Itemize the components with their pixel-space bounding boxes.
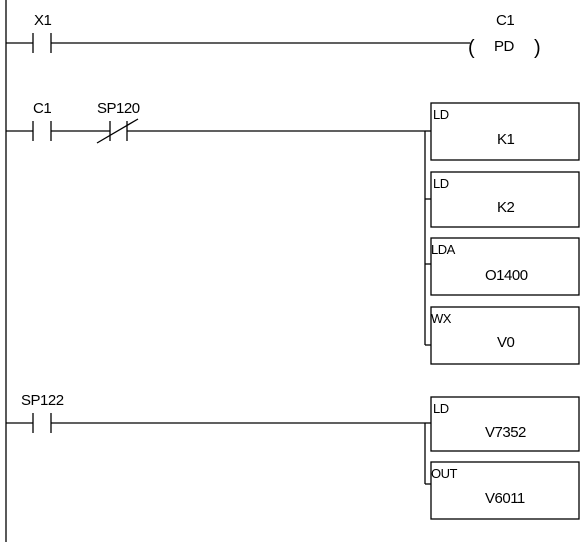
coil-label: C1 <box>496 12 514 29</box>
coil-c1-pd[interactable]: C1 ( PD ) <box>468 12 541 59</box>
box-operand: V6011 <box>485 490 525 507</box>
box-operand: O1400 <box>485 267 528 284</box>
box-mnemonic: LD <box>433 401 449 416</box>
coil-instruction: PD <box>494 38 515 55</box>
box-operand: K2 <box>497 199 515 216</box>
box-mnemonic: LD <box>433 107 449 122</box>
instruction-box-out-v6011[interactable]: OUT V6011 <box>425 461 580 520</box>
rung-3: SP122 LD V7352 OUT V6011 <box>6 392 580 520</box>
coil-open-paren: ( <box>468 37 475 59</box>
box-operand: V7352 <box>485 424 526 441</box>
contact-x1[interactable]: X1 <box>32 12 52 53</box>
coil-close-paren: ) <box>534 37 540 59</box>
instruction-box-ld-k1[interactable]: LD K1 <box>425 102 580 161</box>
contact-sp122[interactable]: SP122 <box>21 392 64 433</box>
contact-c1-label: C1 <box>33 100 51 117</box>
contact-sp120-label: SP120 <box>97 100 140 117</box>
box-mnemonic: LD <box>433 176 449 191</box>
instruction-box-ld-k2[interactable]: LD K2 <box>425 171 580 228</box>
instruction-box-ld-v7352[interactable]: LD V7352 <box>425 396 580 452</box>
box-operand: K1 <box>497 131 515 148</box>
instruction-box-wx-v0[interactable]: WX V0 <box>425 306 580 365</box>
box-mnemonic: OUT <box>431 466 458 481</box>
contact-sp120[interactable]: SP120 <box>96 100 140 144</box>
box-mnemonic: WX <box>431 311 452 326</box>
contact-x1-label: X1 <box>34 12 52 29</box>
instruction-box-lda-o1400[interactable]: LDA O1400 <box>425 237 580 296</box>
contact-sp122-label: SP122 <box>21 392 64 409</box>
rung-2: C1 SP120 LD K1 LD K2 <box>6 100 580 365</box>
box-mnemonic: LDA <box>431 242 456 257</box>
rung-1: X1 C1 ( PD ) <box>6 12 541 59</box>
contact-c1[interactable]: C1 <box>32 100 52 141</box>
box-operand: V0 <box>497 334 515 351</box>
